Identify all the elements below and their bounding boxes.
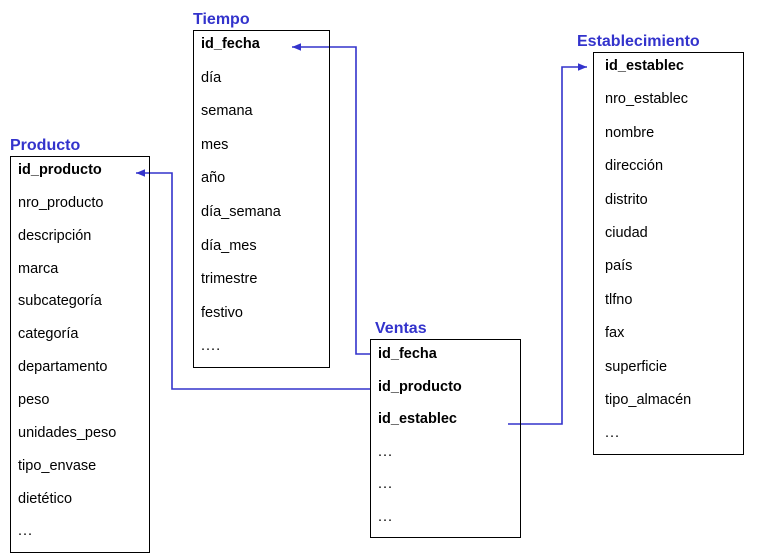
field-establecimiento-pais: país	[605, 258, 633, 275]
entity-box-producto	[10, 156, 150, 553]
entity-box-establecimiento	[593, 52, 744, 455]
field-producto-dietetico: dietético	[18, 490, 73, 507]
field-tiempo-dia: día	[201, 69, 222, 86]
field-tiempo-ano: año	[201, 170, 226, 187]
field-tiempo-dia-semana: día_semana	[201, 204, 281, 221]
field-establecimiento-ciudad: ciudad	[605, 225, 648, 242]
entity-title-producto: Producto	[10, 137, 81, 154]
field-tiempo-dia-mes: día_mes	[201, 237, 257, 254]
field-producto-marca: marca	[18, 260, 59, 277]
field-establecimiento-nombre: nombre	[605, 124, 655, 141]
entity-establecimiento[interactable]: Establecimiento id_establec nro_establec…	[577, 33, 744, 455]
entity-producto[interactable]: Producto id_producto nro_producto descri…	[10, 137, 150, 553]
field-tiempo-semana: semana	[201, 103, 253, 120]
field-ventas-more-3: ...	[378, 508, 394, 525]
field-producto-more: ...	[18, 523, 34, 540]
entity-title-tiempo: Tiempo	[193, 11, 250, 28]
field-ventas-more-1: ...	[378, 443, 394, 460]
field-producto-subcategoria: subcategoría	[18, 293, 102, 310]
field-list-tiempo: id_fecha día semana mes año día_semana d…	[193, 30, 330, 368]
field-list-ventas: id_fecha id_producto id_establec ... ...…	[370, 339, 521, 538]
field-list-establecimiento: id_establec nro_establec nombre direcció…	[593, 52, 744, 455]
field-ventas-id-producto: id_producto	[378, 378, 462, 395]
field-tiempo-trimestre: trimestre	[201, 271, 258, 288]
field-tiempo-id-fecha: id_fecha	[201, 36, 260, 52]
field-producto-descripcion: descripción	[18, 227, 92, 244]
field-establecimiento-tipo-almacen: tipo_almacén	[605, 392, 692, 409]
field-establecimiento-direccion: dirección	[605, 158, 664, 175]
field-producto-id-producto: id_producto	[18, 162, 102, 178]
entity-box-ventas	[370, 339, 521, 538]
field-tiempo-more: ....	[201, 338, 222, 355]
field-establecimiento-id-establec: id_establec	[605, 58, 684, 74]
entity-title-ventas: Ventas	[375, 320, 427, 337]
field-establecimiento-more: ...	[605, 425, 621, 442]
field-producto-peso: peso	[18, 392, 50, 409]
field-producto-nro-producto: nro_producto	[18, 194, 104, 211]
field-establecimiento-fax: fax	[605, 325, 625, 342]
field-ventas-more-2: ...	[378, 476, 394, 492]
field-producto-unidades-peso: unidades_peso	[18, 424, 117, 441]
field-tiempo-festivo: festivo	[201, 304, 243, 321]
field-ventas-id-fecha: id_fecha	[378, 346, 437, 362]
field-producto-tipo-envase: tipo_envase	[18, 457, 97, 474]
entity-title-establecimiento: Establecimiento	[577, 33, 700, 50]
field-establecimiento-tlfno: tlfno	[605, 291, 633, 308]
field-establecimiento-distrito: distrito	[605, 191, 648, 208]
field-producto-departamento: departamento	[18, 359, 108, 376]
entity-tiempo[interactable]: Tiempo id_fecha día semana mes año día_s…	[193, 11, 330, 368]
field-establecimiento-nro-establec: nro_establec	[605, 91, 689, 108]
field-producto-categoria: categoría	[18, 326, 79, 343]
field-ventas-id-establec: id_establec	[378, 411, 457, 427]
field-list-producto: id_producto nro_producto descripción mar…	[10, 156, 150, 553]
field-tiempo-mes: mes	[201, 136, 229, 153]
field-establecimiento-superficie: superficie	[605, 358, 668, 375]
entity-ventas[interactable]: Ventas id_fecha id_producto id_establec …	[370, 320, 521, 538]
entity-box-tiempo	[193, 30, 330, 368]
